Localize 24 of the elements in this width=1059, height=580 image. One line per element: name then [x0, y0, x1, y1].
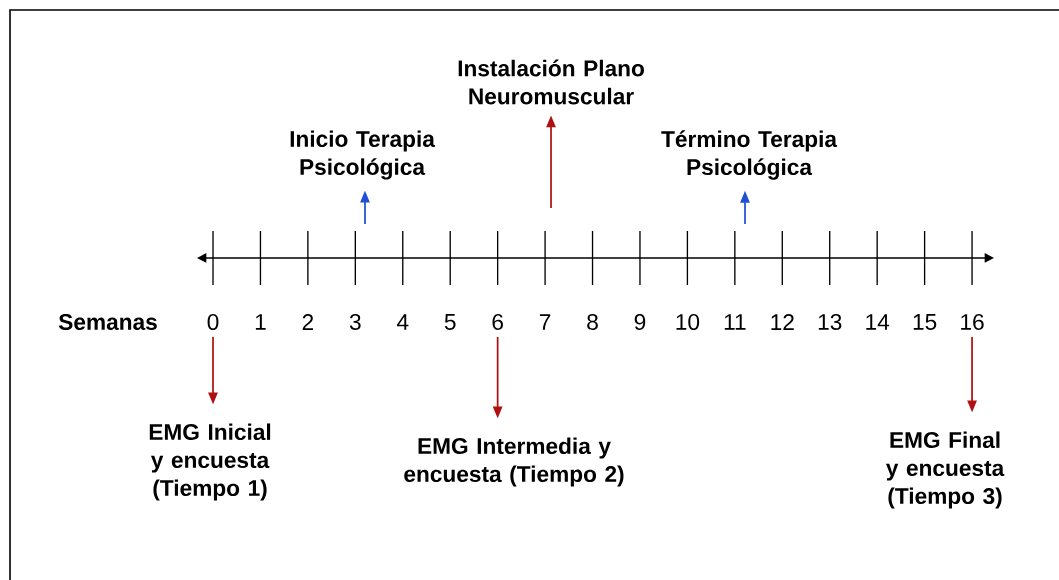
axis-label: Semanas [58, 313, 157, 330]
week-number: 8 [587, 313, 598, 330]
event-label: Instalación Plano Neuromuscular [458, 59, 644, 105]
week-number: 3 [349, 313, 361, 330]
event-label: EMG Final y encuesta (Tiempo 3) [885, 431, 1005, 509]
week-number: 1 [255, 314, 266, 330]
event-label: EMG Intermedia y encuesta (Tiempo 2) [404, 437, 624, 487]
event-label: Inicio Terapia Psicológica [290, 130, 436, 180]
week-number: 0 [207, 313, 219, 330]
week-number: 15 [913, 314, 937, 330]
week-number: 13 [818, 313, 842, 330]
week-number: 14 [866, 314, 890, 330]
event-label: Término Terapia Psicológica [661, 130, 838, 180]
week-number: 9 [634, 313, 646, 330]
week-number: 11 [724, 314, 746, 330]
week-number: 12 [771, 314, 794, 330]
event-label: EMG Inicial y encuesta (Tiempo 1) [149, 423, 271, 501]
week-number: 6 [492, 313, 503, 330]
week-number: 5 [444, 314, 456, 330]
week-number: 10 [676, 313, 700, 330]
week-number: 16 [961, 313, 984, 330]
week-number: 4 [397, 314, 409, 330]
week-number: 7 [539, 314, 551, 330]
week-number: 2 [302, 314, 314, 330]
